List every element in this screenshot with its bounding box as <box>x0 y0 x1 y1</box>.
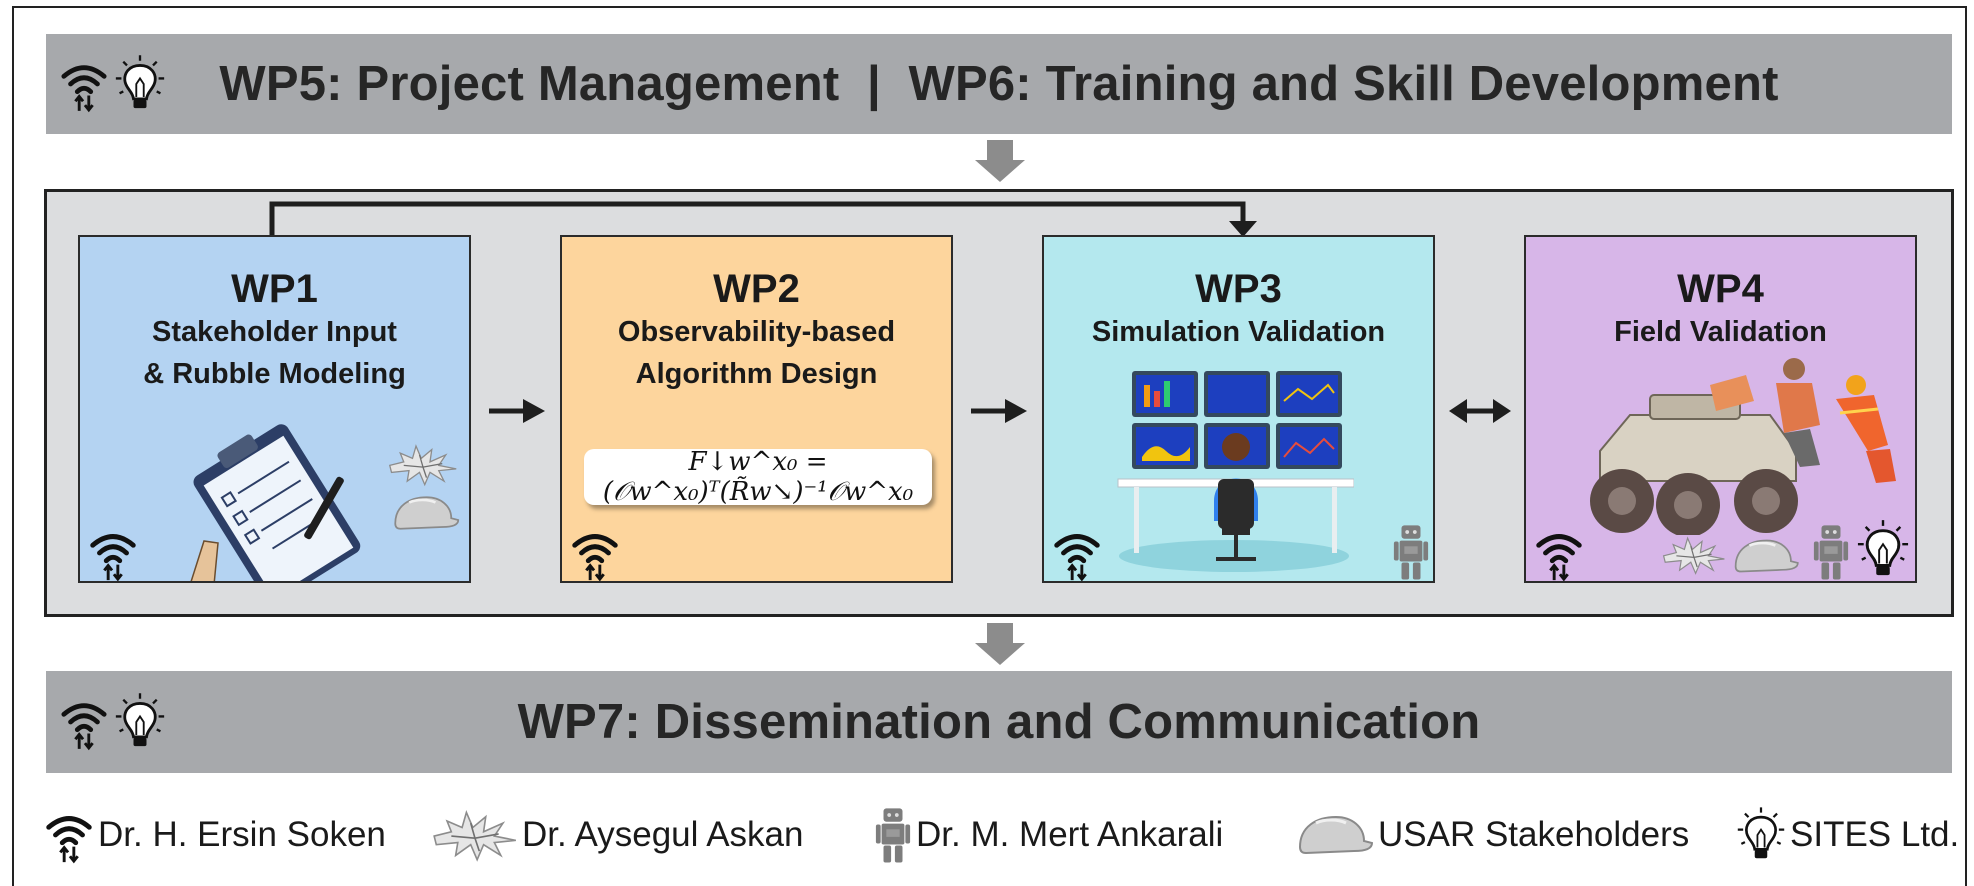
observability-formula: F↓w^x₀ = (𝒪w^x₀)ᵀ(R̃w↘)⁻¹𝒪w^x₀ <box>584 447 932 507</box>
arrow-wp3-wp4-bidirectional <box>1449 399 1511 423</box>
footer-bar-title: WP7: Dissemination and Communication <box>517 695 1481 749</box>
legend-label: Dr. M. Mert Ankarali <box>916 815 1224 854</box>
wifi-icon <box>88 524 138 582</box>
clipboard-illustration <box>190 424 361 581</box>
legend-label: Dr. H. Ersin Soken <box>98 815 386 854</box>
header-bar-wp5-wp6: WP5: Project Management | WP6: Training … <box>46 34 1952 134</box>
wp1-title: WP1 <box>231 267 318 311</box>
lightbulb-icon <box>114 692 166 752</box>
helmet-icon <box>390 493 460 533</box>
arrow-wp2-wp3 <box>971 399 1027 423</box>
wp1-to-wp3-connector <box>269 201 1257 237</box>
crack-icon <box>432 808 518 862</box>
arrow-wp1-wp2 <box>489 399 545 423</box>
header-title: WP5: Project Management | WP6: Training … <box>219 57 1779 111</box>
legend-label: Dr. Aysegul Askan <box>522 815 804 854</box>
wifi-icon <box>60 693 108 751</box>
wp1-subtitle-line1: Stakeholder Input <box>152 316 397 348</box>
lightbulb-icon <box>1856 519 1910 581</box>
wifi-icon <box>570 524 620 582</box>
legend-item-askan: Dr. Aysegul Askan <box>432 808 803 862</box>
wp2-subtitle-line1: Observability-based <box>617 316 896 348</box>
wifi-icon <box>1534 524 1584 582</box>
crack-icon <box>388 442 458 487</box>
wp2-subtitle-line2: Algorithm Design <box>635 358 878 390</box>
wp3-card: WP3 Simulation Validation <box>1042 235 1435 583</box>
legend-item-soken: Dr. H. Ersin Soken <box>44 806 386 864</box>
wifi-icon <box>1052 524 1102 582</box>
footer-bar-wp7: WP7: Dissemination and Communication <box>46 671 1952 773</box>
wp1-card: WP1 Stakeholder Input & Rubble Modeling <box>78 235 471 583</box>
legend-item-usar: USAR Stakeholders <box>1294 812 1689 858</box>
wp3-subtitle-line1: Simulation Validation <box>1091 316 1386 348</box>
wp1-subtitle-line2: & Rubble Modeling <box>143 358 406 390</box>
wp2-card: WP2 Observability-based Algorithm Design… <box>560 235 953 583</box>
legend-item-sites: SITES Ltd. <box>1736 805 1959 865</box>
down-arrow-bottom <box>975 623 1025 665</box>
wp4-title: WP4 <box>1677 267 1764 311</box>
wifi-icon <box>44 806 94 864</box>
legend-label: SITES Ltd. <box>1790 815 1960 854</box>
crack-icon <box>1662 535 1726 575</box>
footer-bar-icons <box>60 692 166 752</box>
helmet-icon <box>1730 537 1800 575</box>
wp4-card: WP4 Field Validation <box>1524 235 1917 583</box>
legend-item-ankarali: Dr. M. Mert Ankarali <box>874 805 1223 865</box>
helmet-icon <box>1294 812 1374 858</box>
simulation-workstation-illustration <box>1117 371 1354 572</box>
down-arrow-top <box>975 140 1025 182</box>
wifi-icon <box>60 55 108 113</box>
lightbulb-icon <box>1736 805 1786 865</box>
header-bar-icons <box>60 54 166 114</box>
robot-icon <box>1392 523 1430 581</box>
field-robot-rescue-illustration <box>1590 358 1896 535</box>
legend: Dr. H. Ersin Soken Dr. Aysegul Askan Dr.… <box>0 805 1974 865</box>
wp4-subtitle-line1: Field Validation <box>1614 316 1827 348</box>
robot-icon <box>874 805 912 865</box>
wp3-title: WP3 <box>1195 267 1282 311</box>
outer-frame <box>12 6 1967 886</box>
lightbulb-icon <box>114 54 166 114</box>
wp2-title: WP2 <box>713 267 800 311</box>
robot-icon <box>1812 523 1850 581</box>
legend-label: USAR Stakeholders <box>1378 815 1690 854</box>
